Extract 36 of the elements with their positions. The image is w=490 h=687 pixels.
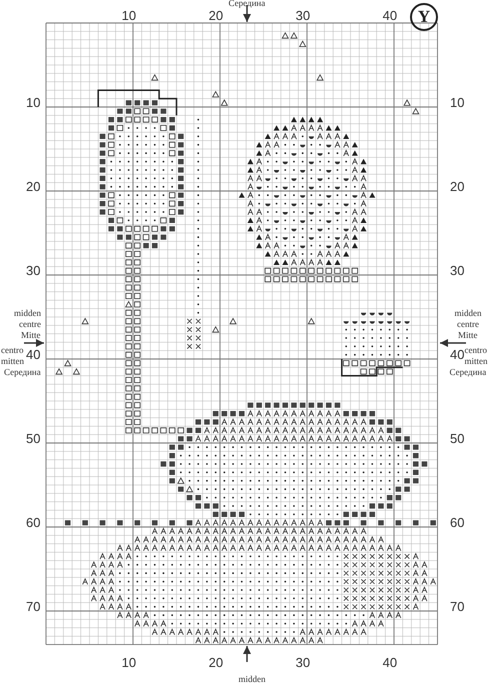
centre-label: midden (14, 308, 41, 318)
axis-number: 20 (208, 656, 224, 668)
axis-number: 30 (296, 8, 310, 22)
centre-label: mitten (1, 356, 24, 366)
axis-number: 10 (122, 8, 136, 22)
axis-number: 60 (26, 516, 40, 530)
axis-number: 50 (450, 432, 464, 446)
axis-number: 40 (26, 348, 40, 362)
axis-number: 30 (26, 264, 40, 278)
centre-label: mitten (464, 356, 488, 366)
axis-number: 70 (450, 600, 464, 614)
axis-number: 70 (26, 600, 40, 614)
axis-number: 60 (450, 516, 464, 530)
axis-number: 30 (296, 656, 310, 668)
axis-number: 20 (208, 8, 224, 22)
centre-label: midden (454, 308, 482, 318)
chart-key-letter: Y (410, 3, 438, 31)
axis-number: 10 (26, 96, 40, 110)
centre-label: centre (19, 320, 41, 328)
centre-label: Середина (450, 368, 486, 376)
centre-label: centro (1, 346, 24, 354)
centre-label: Mitte (458, 330, 478, 340)
centre-label: centre (457, 320, 479, 328)
axis-number: 10 (122, 656, 136, 668)
axis-number: 20 (26, 180, 40, 194)
centre-label: Mitte (21, 330, 40, 340)
axis-number: 50 (26, 432, 40, 446)
centre-label: Середина (4, 368, 41, 376)
axis-number: 40 (382, 8, 398, 22)
axis-number: 20 (450, 180, 464, 194)
axis-number: 40 (382, 656, 398, 668)
centre-label: centro (464, 346, 487, 354)
axis-number: 30 (450, 264, 464, 278)
axis-number: 10 (450, 96, 464, 110)
centre-label: midden (238, 674, 266, 684)
axis-number: 40 (450, 348, 464, 362)
